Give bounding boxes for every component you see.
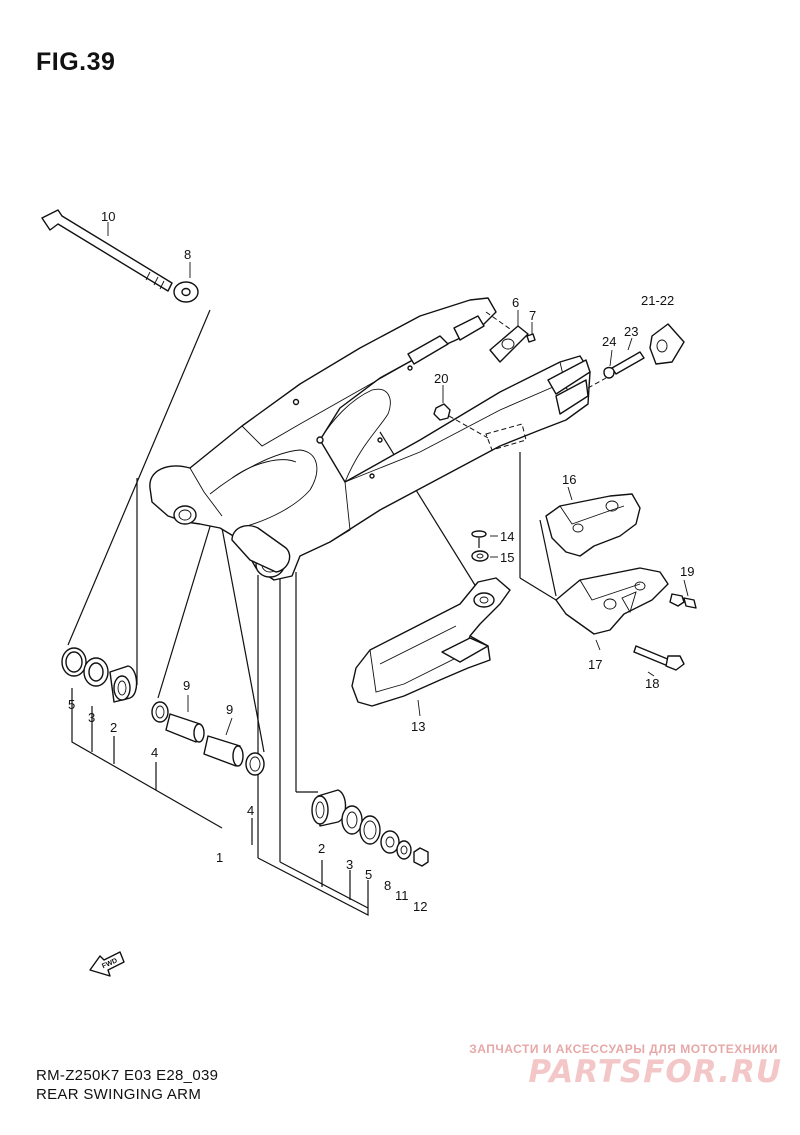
callout-16: 16 xyxy=(562,472,576,487)
callout-13: 13 xyxy=(411,719,425,734)
callout-24: 24 xyxy=(602,334,616,349)
watermark-logo: PARTSFOR.RU xyxy=(528,1054,782,1090)
callout-18: 18 xyxy=(645,676,659,691)
pivot-washer xyxy=(173,281,199,303)
callout-3: 3 xyxy=(88,710,95,725)
callout-9: 9 xyxy=(183,678,190,693)
callout-8: 8 xyxy=(184,247,191,262)
callout-10: 10 xyxy=(101,209,115,224)
pivot-spacers xyxy=(151,701,265,776)
callout-14: 14 xyxy=(500,529,514,544)
callout-5-second: 5 xyxy=(365,867,372,882)
figure-label: FIG.39 xyxy=(36,48,116,76)
callout-5: 5 xyxy=(68,697,75,712)
chain-slider xyxy=(351,577,511,707)
callout-9-second: 9 xyxy=(226,702,233,717)
callout-4-second: 4 xyxy=(247,803,254,818)
section-title: REAR SWINGING ARM xyxy=(36,1086,202,1103)
chain-guide-lower xyxy=(555,567,669,635)
callout-12: 12 xyxy=(413,899,427,914)
callout-8-second: 8 xyxy=(384,878,391,893)
callout-4: 4 xyxy=(151,745,158,760)
callout-17: 17 xyxy=(588,657,602,672)
callout-2-second: 2 xyxy=(318,841,325,856)
chain-adjuster xyxy=(489,325,536,363)
callout-labels: 10 8 6 7 21-22 23 24 20 16 14 15 19 17 1… xyxy=(68,209,694,914)
right-bearing-set xyxy=(311,789,429,867)
left-bearing-set xyxy=(61,647,138,703)
callout-11: 11 xyxy=(395,888,409,903)
leader-lines xyxy=(67,222,689,916)
callout-20: 20 xyxy=(434,371,448,386)
guide-bolt-short xyxy=(669,593,697,609)
callout-1: 1 xyxy=(216,850,223,865)
callout-3-second: 3 xyxy=(346,857,353,872)
watermark-tagline: ЗАПЧАСТИ И АКСЕССУАРЫ ДЛЯ МОТОТЕХНИКИ xyxy=(469,1042,778,1056)
callout-2: 2 xyxy=(110,720,117,735)
pivot-bolt xyxy=(41,209,173,292)
callout-6: 6 xyxy=(512,295,519,310)
swing-arm xyxy=(149,297,607,581)
callout-15: 15 xyxy=(500,550,514,565)
adjuster-block xyxy=(603,323,685,379)
fwd-arrow-icon: FWD xyxy=(89,951,125,977)
model-code: RM-Z250K7 E03 E28_039 xyxy=(36,1067,219,1084)
callout-23: 23 xyxy=(624,324,638,339)
callout-19: 19 xyxy=(680,564,694,579)
slider-bolt xyxy=(471,530,489,562)
guide-bolt-long xyxy=(633,645,685,671)
axle-nut xyxy=(433,403,451,421)
callout-21-22: 21-22 xyxy=(641,293,674,308)
callout-7: 7 xyxy=(529,308,536,323)
chain-guide-upper xyxy=(545,493,641,557)
